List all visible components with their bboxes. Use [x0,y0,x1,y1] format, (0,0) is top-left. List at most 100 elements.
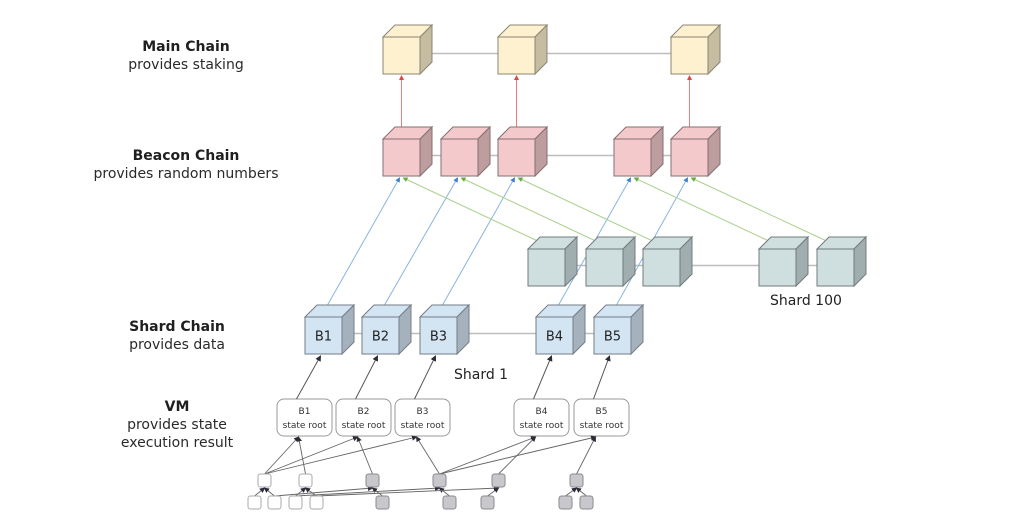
shard-100-block [641,235,694,288]
layer-title: Beacon Chain [132,148,240,164]
shard-1-block: B5 [592,303,645,356]
tx-to-state-root-link [356,436,373,475]
shard-100-block [584,235,637,288]
shard100-to-beacon-link [633,177,782,248]
vm-to-shard-link [593,355,611,400]
tx-to-state-root-link [576,436,596,475]
vm-to-shard-link [533,355,553,400]
layer-subtitle: execution result [120,435,234,451]
main-chain-block [381,23,434,76]
cube-front-face [670,138,709,177]
shard-100-label: Shard 100 [770,293,842,309]
tx-to-state-root-link [498,436,537,475]
layer-subtitle: provides state [127,417,227,433]
tx-to-state-root-link [296,436,306,475]
vm-to-shard-link [414,355,437,400]
block-label: B5 [604,330,621,345]
tx-node-empty [298,473,313,488]
vm-block-name: B3 [417,407,429,417]
links-layer [327,49,840,338]
shard100-to-beacon-link [402,177,551,248]
layer-title: VM [164,399,190,415]
tx-to-state-root-link [416,436,440,475]
vm-state-root-label: state root [520,421,564,431]
cube-front-face [497,36,536,75]
tx-tree-link [295,485,441,497]
vm-state-root-label: state root [283,421,327,431]
layer-title: Main Chain [142,39,230,55]
shard-1-block: B3 [418,303,471,356]
tx-node-filled [432,473,447,488]
vm-to-shard-link [296,355,321,400]
cube-front-face [440,138,479,177]
layer-label-beacon: Beacon Chain provides random numbers [66,147,306,183]
layer-subtitle: provides random numbers [93,166,279,182]
cube-front-face [535,316,574,355]
layer-label-vm: VM provides state execution result [57,398,297,452]
layer-title: Shard Chain [129,319,225,335]
beacon-chain-block [381,125,434,178]
shard-1-label: Shard 1 [454,367,508,383]
tx-node-filled [365,473,380,488]
tx-tree-link [487,487,500,497]
vm-state-root-label: state root [401,421,445,431]
shard1-to-beacon-link [384,177,458,306]
cube-front-face [642,248,681,287]
tx-tree-link [274,485,374,497]
shard-100-block [526,235,579,288]
tx-tree-link [565,487,578,497]
tx-tree-link [263,487,275,497]
cube-front-face [497,138,536,177]
tx-tree-link [316,485,500,497]
cube-front-face [593,316,632,355]
tx-node-filled [480,495,495,510]
layer-label-shard: Shard Chain provides data [57,318,297,354]
tx-tree-link [438,487,450,497]
beacon-chain-block [439,125,492,178]
tx-node-empty [247,495,262,510]
shard-100-block [815,235,868,288]
beacon-chain-block [612,125,665,178]
cube-front-face [670,36,709,75]
shard-1-block: B4 [534,303,587,356]
cube-front-face [419,316,458,355]
layer-subtitle: provides staking [128,57,244,73]
tx-node-filled [375,495,390,510]
tx-node-filled [491,473,506,488]
block-label: B3 [430,330,447,345]
main-chain-block [669,23,722,76]
cube-front-face [382,36,421,75]
cube-front-face [361,316,400,355]
main-chain-block [496,23,549,76]
layer-subtitle: provides data [129,337,225,353]
tx-to-state-root-link [264,436,300,475]
tx-node-filled [579,495,594,510]
beacon-chain-block [496,125,549,178]
cube-front-face [382,138,421,177]
tx-node-empty [267,495,282,510]
vm-state-root-box: B3 state root [394,398,451,437]
tx-node-empty [257,473,272,488]
tx-tree-link [295,487,307,497]
shard-1-block: B2 [360,303,413,356]
tx-tree-link [575,487,587,497]
vm-to-shard-link [355,355,378,400]
block-label: B1 [315,330,332,345]
shard1-to-beacon-link [327,177,400,306]
tx-node-filled [569,473,584,488]
shard100-to-beacon-link [517,177,666,248]
shard-100-block [757,235,810,288]
tx-node-empty [288,495,303,510]
block-label: B4 [546,330,563,345]
cube-front-face [585,248,624,287]
shard100-to-beacon-link [690,177,840,248]
tx-to-state-root-link [439,436,537,475]
vm-state-root-label: state root [580,421,624,431]
